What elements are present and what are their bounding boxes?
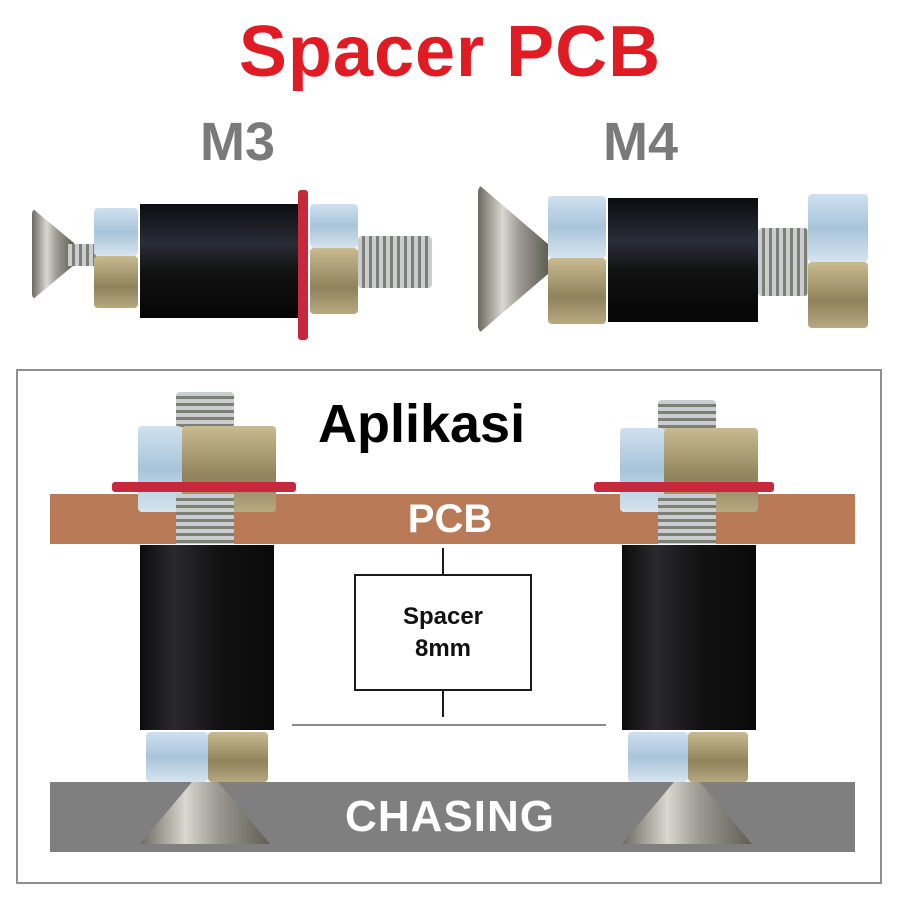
hex-nut [208, 732, 268, 782]
hex-nut-lower [310, 248, 358, 314]
hex-nut [628, 732, 688, 782]
hex-nut-lower [94, 256, 138, 308]
bolt-thread-top [658, 400, 716, 430]
bolt-thread [758, 228, 808, 296]
m4-bolt-assembly [470, 180, 880, 340]
countersunk-head [622, 782, 752, 844]
hex-nut-lower [548, 258, 606, 324]
bolt-shank [68, 244, 98, 266]
hex-nut [94, 208, 138, 256]
spacer-body [608, 198, 758, 322]
washer [594, 482, 774, 492]
hex-nut [138, 426, 182, 512]
spacer-label: Spacer [402, 602, 484, 630]
spacer-size: 8mm [414, 634, 472, 662]
m4-label: M4 [603, 112, 679, 172]
page-title: Spacer PCB [238, 12, 662, 92]
dimension-line-bottom [442, 691, 444, 717]
hex-nut [688, 732, 748, 782]
dimension-baseline [292, 724, 606, 726]
left-vertical-bolt [110, 392, 310, 862]
hex-nut [146, 732, 208, 782]
hex-nut [620, 428, 664, 512]
m3-label: M3 [200, 112, 276, 172]
washer [112, 482, 296, 492]
hex-nut-lower [808, 262, 868, 328]
countersunk-head [140, 782, 270, 844]
spacer-dimension-box: Spacer 8mm [354, 574, 532, 691]
bolt-thread [358, 236, 432, 288]
right-vertical-bolt [592, 392, 792, 862]
spacer-body [622, 545, 756, 730]
spacer-body [140, 545, 274, 730]
dimension-line-top [442, 548, 444, 574]
chasing-label: CHASING [345, 792, 555, 841]
countersunk-head [478, 184, 548, 334]
spacer-body [140, 204, 300, 318]
pcb-label: PCB [407, 497, 493, 541]
bolt-thread-pcb [176, 494, 234, 544]
washer [298, 190, 308, 340]
m3-bolt-assembly [28, 180, 438, 340]
hex-nut [548, 196, 606, 258]
application-heading: Aplikasi [318, 394, 526, 454]
bolt-thread-top [176, 392, 234, 428]
hex-nut [310, 204, 358, 248]
hex-nut [808, 194, 868, 262]
bolt-thread-pcb [658, 494, 716, 544]
